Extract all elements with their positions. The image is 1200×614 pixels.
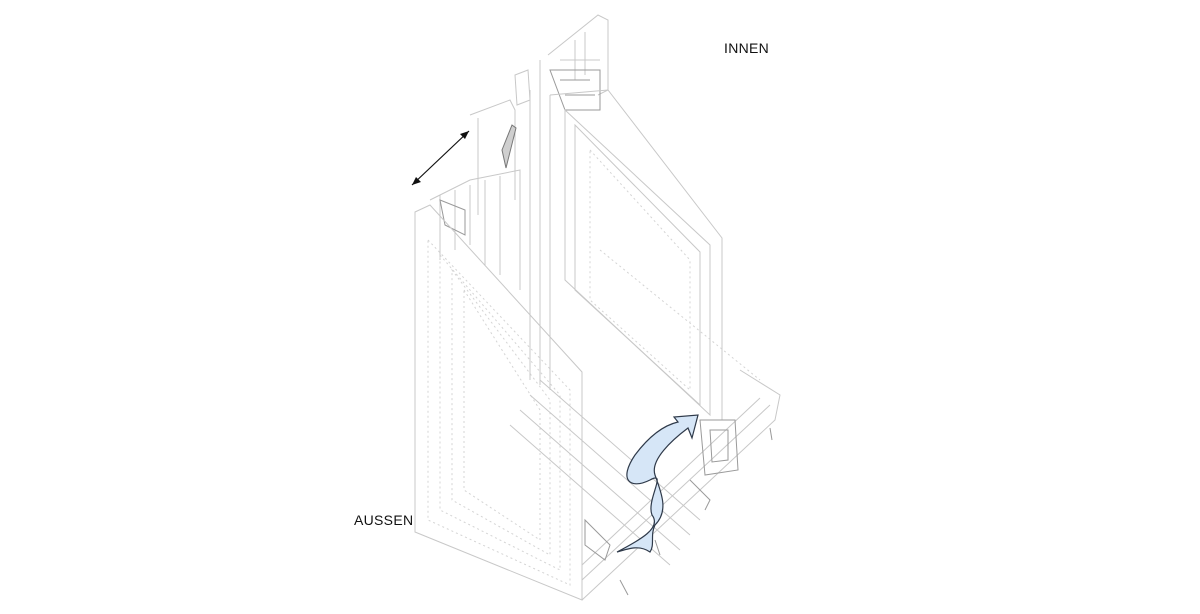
top-frame-profile <box>469 14 609 215</box>
bottom-track <box>509 369 781 601</box>
inner-glass-frame <box>529 80 761 420</box>
outer-glass-panel <box>414 204 583 601</box>
sash-handle <box>501 124 517 169</box>
sliding-direction-arrow-icon <box>411 130 470 186</box>
inside-label: INNEN <box>724 40 770 56</box>
airflow-arrow-icon <box>616 414 699 553</box>
outside-label: AUSSEN <box>354 512 414 528</box>
outer-sash <box>429 169 521 290</box>
